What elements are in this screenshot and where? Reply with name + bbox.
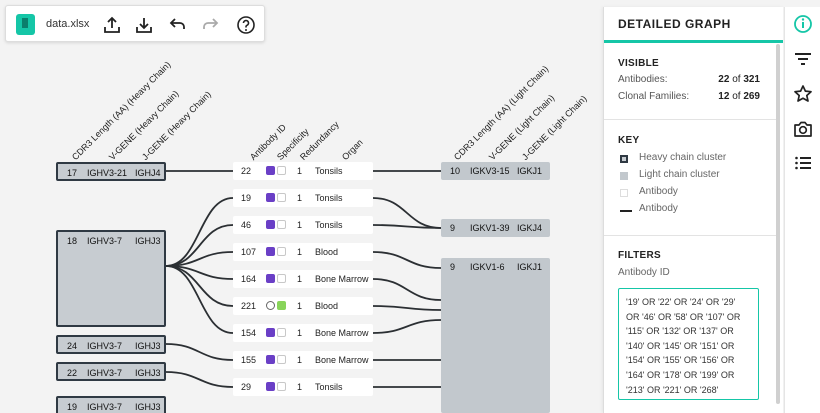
antibody-row[interactable]: 29 1 Tonsils — [233, 378, 373, 396]
info-icon[interactable] — [789, 10, 817, 38]
toolbar: data.xlsx — [5, 5, 265, 42]
visible-section: VISIBLE Antibodies: 22 of 321 Clonal Fam… — [618, 58, 760, 106]
panel-title: DETAILED GRAPH — [604, 7, 783, 43]
antibody-link — [165, 197, 234, 267]
links-layer — [165, 170, 442, 388]
antibody-row[interactable]: 221 1 Blood — [233, 297, 373, 315]
panel-scrollbar[interactable] — [776, 44, 780, 404]
antibody-row[interactable]: 155 1 Bone Marrow — [233, 351, 373, 369]
heavy-cluster[interactable]: 17 IGHV3-21 IGHJ4 — [56, 162, 166, 181]
heavy-cluster[interactable]: 22 IGHV3-7 IGHJ3 — [56, 362, 166, 381]
specificity-swatch — [266, 274, 275, 283]
light-cluster-swatch — [620, 172, 628, 180]
specificity-swatch — [277, 247, 286, 256]
key-antibody-node: Antibody — [618, 186, 726, 203]
antibody-link — [372, 251, 442, 269]
antibody-row[interactable]: 154 1 Bone Marrow — [233, 324, 373, 342]
specificity-swatch — [277, 382, 286, 391]
antibody-link — [372, 305, 442, 311]
filter-field-label: Antibody ID — [618, 267, 670, 278]
specificity-swatch — [266, 382, 275, 391]
filter-icon[interactable] — [789, 45, 817, 73]
antibody-row[interactable]: 164 1 Bone Marrow — [233, 270, 373, 288]
heavy-cluster-swatch — [620, 155, 628, 163]
specificity-swatch — [277, 193, 286, 202]
key-section: KEY Heavy chain cluster Light chain clus… — [618, 135, 726, 220]
specificity-swatch — [277, 166, 286, 175]
antibody-link — [372, 319, 442, 334]
key-antibody-link: Antibody — [618, 203, 726, 220]
heavy-cluster[interactable]: 24 IGHV3-7 IGHJ3 — [56, 335, 166, 354]
antibodies-stat: Antibodies: 22 of 321 — [618, 74, 760, 85]
specificity-swatch — [266, 328, 275, 337]
heavy-cluster[interactable]: 19 IGHV3-7 IGHJ3 — [56, 396, 166, 413]
antibody-link — [372, 197, 442, 229]
antibody-link — [165, 265, 234, 334]
antibody-row[interactable]: 46 1 Tonsils — [233, 216, 373, 234]
specificity-swatch — [277, 220, 286, 229]
detail-panel: DETAILED GRAPH VISIBLE Antibodies: 22 of… — [603, 7, 783, 413]
light-cluster[interactable]: 9 IGKV1-6 IGKJ1 — [441, 258, 550, 413]
icon-rail — [784, 7, 820, 413]
light-cluster[interactable]: 9 IGKV1-39 IGKJ4 — [441, 219, 550, 237]
specificity-swatch — [266, 220, 275, 229]
specificity-swatch — [277, 355, 286, 364]
filters-section: FILTERS Antibody ID — [618, 250, 670, 278]
specificity-swatch — [277, 328, 286, 337]
filter-input[interactable]: '19' OR '22' OR '24' OR '29' OR '46' OR … — [618, 288, 759, 400]
antibody-swatch — [620, 189, 628, 197]
specificity-swatch — [266, 355, 275, 364]
antibody-link — [165, 224, 234, 267]
antibody-row[interactable]: 22 1 Tonsils — [233, 162, 373, 180]
antibody-link — [372, 278, 442, 301]
graph-canvas: CDR3 Length (AA) (Heavy Chain) V-GENE (H… — [56, 59, 589, 413]
antibody-row[interactable]: 19 1 Tonsils — [233, 189, 373, 207]
key-light-cluster: Light chain cluster — [618, 169, 726, 186]
app-logo — [16, 14, 35, 35]
star-icon[interactable] — [789, 80, 817, 108]
antibody-link — [165, 371, 234, 388]
undo-icon[interactable] — [164, 12, 190, 38]
specificity-swatch — [266, 301, 275, 310]
specificity-swatch — [266, 166, 275, 175]
help-icon[interactable] — [233, 12, 259, 38]
list-icon[interactable] — [789, 149, 817, 177]
specificity-swatch — [266, 193, 275, 202]
specificity-swatch — [277, 274, 286, 283]
download-icon[interactable] — [131, 12, 157, 38]
specificity-swatch — [277, 301, 286, 310]
divider — [604, 235, 777, 236]
antibody-row[interactable]: 107 1 Blood — [233, 243, 373, 261]
light-cluster[interactable]: 10 IGKV3-15 IGKJ1 — [441, 162, 550, 180]
heavy-cluster[interactable]: 18 IGHV3-7 IGHJ3 — [56, 230, 166, 327]
specificity-swatch — [266, 247, 275, 256]
redo-icon[interactable] — [198, 12, 224, 38]
antibody-link — [165, 343, 234, 361]
families-stat: Clonal Families: 12 of 269 — [618, 91, 760, 102]
upload-icon[interactable] — [99, 12, 125, 38]
link-swatch — [620, 210, 632, 212]
camera-icon[interactable] — [789, 115, 817, 143]
antibody-link — [372, 224, 442, 229]
file-name: data.xlsx — [46, 18, 90, 30]
key-heavy-cluster: Heavy chain cluster — [618, 152, 726, 169]
divider — [604, 119, 777, 120]
